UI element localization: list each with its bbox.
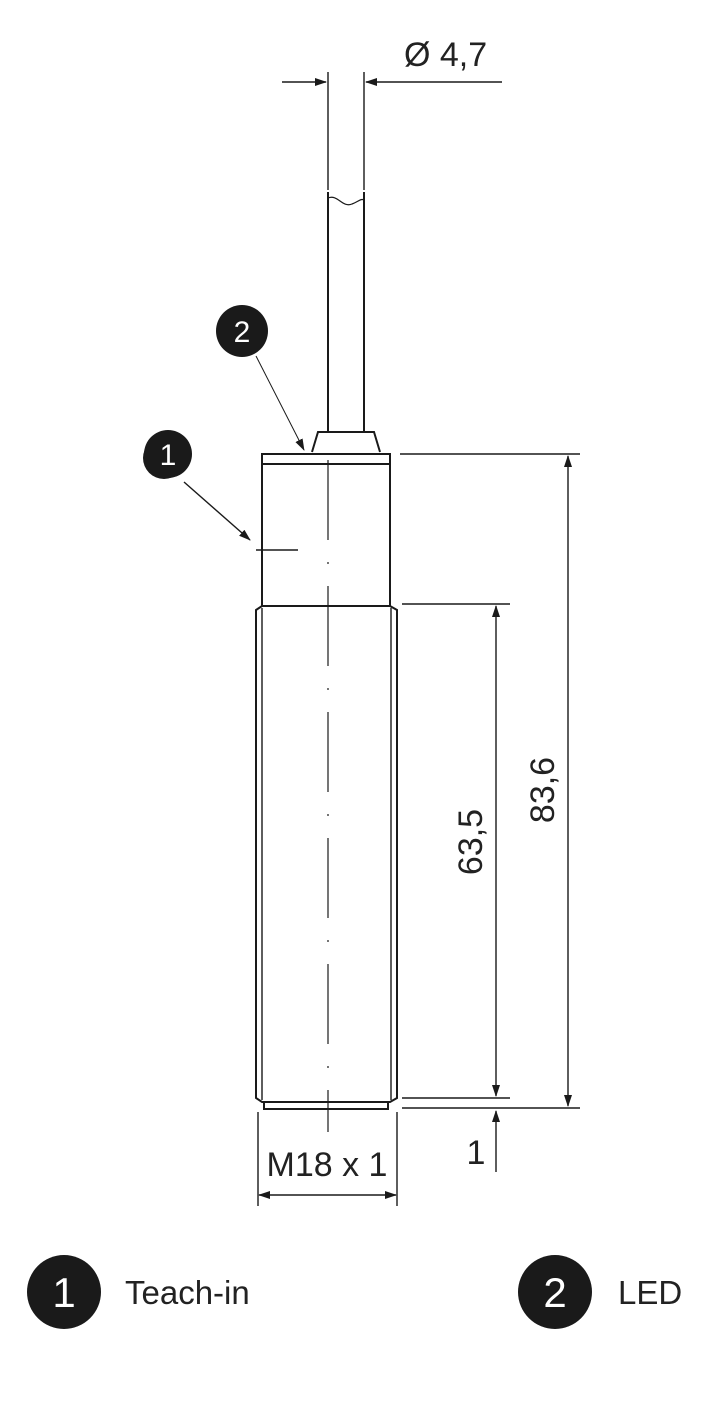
legend: 1 Teach-in 2 LED (27, 1255, 682, 1329)
callout-1-number: 1 (160, 439, 177, 472)
total-length-label: 83,6 (524, 757, 562, 823)
callout-1-marker: 1 (143, 430, 192, 479)
legend-2-number: 2 (543, 1269, 566, 1316)
thread-length-label: 63,5 (452, 809, 490, 875)
legend-1-label: Teach-in (125, 1274, 250, 1311)
callout-2-number: 2 (234, 316, 251, 349)
leader-line-1 (183, 481, 251, 541)
callout-2-marker: 2 (216, 305, 268, 357)
legend-1-number: 1 (52, 1269, 75, 1316)
legend-item-led: 2 LED (518, 1255, 682, 1329)
legend-2-label: LED (618, 1274, 682, 1311)
cable (327, 72, 365, 432)
extension-lines (257, 453, 580, 1206)
legend-item-teach-in: 1 Teach-in (27, 1255, 250, 1329)
threaded-body (255, 605, 398, 1110)
sensor-head (261, 453, 391, 607)
thread-size-label: M18 x 1 (267, 1146, 388, 1184)
cable-diameter-label: Ø 4,7 (404, 36, 487, 74)
cable-gland (311, 431, 381, 453)
leader-line-2 (255, 355, 305, 451)
offset-label: 1 (467, 1134, 486, 1172)
